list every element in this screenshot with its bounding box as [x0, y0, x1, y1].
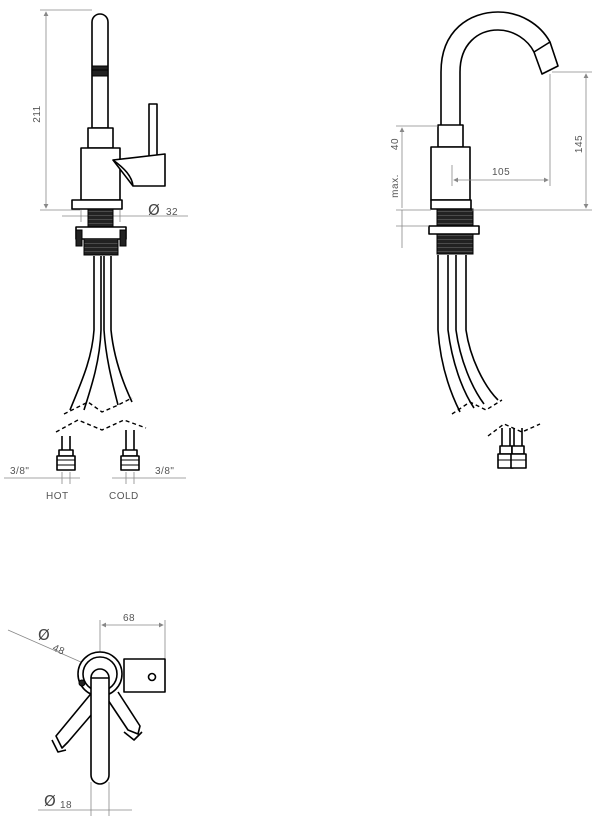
- spout-diameter-symbol: Ø: [44, 792, 56, 810]
- side-collar: [437, 124, 464, 148]
- top-hose-right: [107, 691, 141, 735]
- front-view: 211 Ø 32: [4, 9, 188, 502]
- max-value-label: 40: [390, 138, 401, 150]
- base-diameter-label: 32: [166, 207, 178, 218]
- handle-lever: [148, 103, 158, 161]
- handle-block: [112, 153, 166, 187]
- max-label: max.: [390, 174, 401, 198]
- side-connectors: [497, 428, 527, 469]
- cold-thread-label: 3/8": [155, 466, 174, 477]
- cold-connector: [120, 430, 140, 471]
- hot-thread-label: 3/8": [10, 466, 29, 477]
- diameter-symbol: Ø: [148, 201, 160, 219]
- top-spout: [90, 677, 110, 785]
- mounting-nut: [75, 226, 127, 240]
- spout-pipe: [91, 13, 109, 129]
- spout-height-label: 145: [574, 135, 585, 153]
- reach-dimension: 105: [451, 74, 551, 186]
- spout-tip: [533, 41, 559, 75]
- spout-collar: [87, 127, 114, 149]
- top-view: 68 Ø 48 Ø 18: [7, 613, 166, 816]
- gooseneck-spout: [440, 11, 551, 125]
- top-handle-block: [123, 658, 166, 693]
- side-mounting-nut: [428, 225, 480, 235]
- height-dimension: 211: [32, 9, 92, 211]
- faucet-body: [80, 147, 121, 201]
- side-supply-hoses: [437, 255, 499, 413]
- spout-diameter-label: 18: [60, 800, 72, 811]
- side-base-plate: [430, 199, 472, 210]
- spout-diameter-dimension: Ø 18: [38, 782, 132, 816]
- handle-length-label: 68: [123, 613, 135, 624]
- cold-label: COLD: [109, 491, 139, 502]
- spout-height-dimension: 145: [472, 71, 592, 211]
- side-body: [430, 146, 471, 201]
- body-diameter-label: 48: [51, 643, 67, 658]
- supply-hoses: [69, 256, 133, 411]
- side-view: 40 max. 105 145: [390, 11, 592, 469]
- body-diameter-symbol: Ø: [38, 626, 50, 644]
- hot-label: HOT: [46, 491, 69, 502]
- reach-label: 105: [492, 167, 510, 178]
- base-diameter-dimension: Ø 32: [62, 201, 188, 222]
- body-diameter-dimension: Ø 48: [7, 626, 91, 667]
- hot-connector: [56, 436, 76, 471]
- height-label: 211: [32, 105, 43, 122]
- aerator: [91, 65, 109, 77]
- cold-thread-dimension: 3/8": [112, 466, 186, 484]
- top-hose-left: [55, 689, 105, 749]
- hot-thread-dimension: 3/8": [4, 466, 80, 484]
- handle-length-dimension: 68: [99, 613, 166, 660]
- base-plate: [71, 199, 123, 210]
- max-depth-dimension: 40 max.: [390, 125, 438, 248]
- lower-thread: [83, 238, 119, 256]
